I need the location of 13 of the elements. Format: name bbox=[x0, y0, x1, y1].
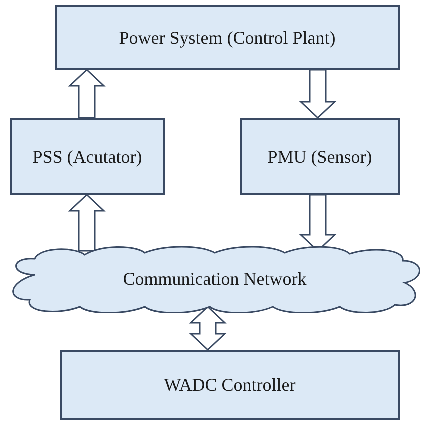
node-label: WADC Controller bbox=[163, 374, 297, 397]
process-box bbox=[240, 118, 400, 195]
block-arrow bbox=[68, 194, 106, 252]
node-label: PMU (Sensor) bbox=[266, 146, 374, 169]
node-label: Power System (Control Plant) bbox=[118, 26, 337, 50]
block-arrow bbox=[68, 68, 106, 119]
block-arrow bbox=[299, 69, 337, 120]
node-label: Communication Network bbox=[123, 268, 307, 291]
process-box bbox=[55, 5, 400, 70]
node-label: PSS (Acutator) bbox=[32, 146, 144, 169]
block-arrow bbox=[189, 306, 227, 352]
process-box bbox=[60, 350, 400, 420]
process-box bbox=[10, 118, 165, 195]
